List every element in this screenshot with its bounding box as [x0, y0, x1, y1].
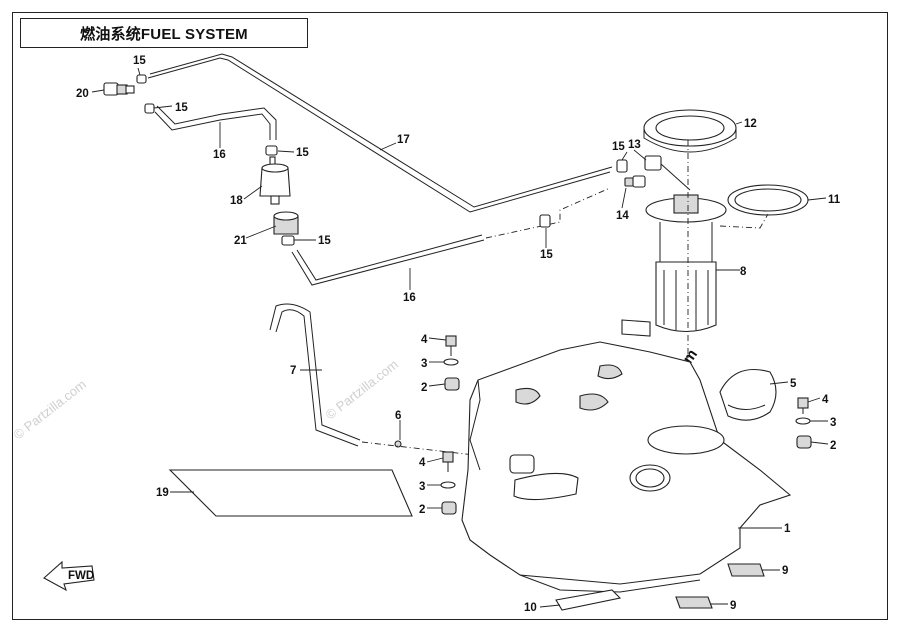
- part-19-pad: [168, 469, 413, 517]
- callout-15c: 15: [296, 147, 309, 159]
- callout-6: 6: [395, 410, 401, 422]
- part-15-clamp-top: [136, 74, 147, 84]
- callout-18: 18: [230, 195, 243, 207]
- callout-16b: 16: [403, 292, 416, 304]
- callout-21: 21: [234, 235, 247, 247]
- part-7-vent-hose: [269, 303, 361, 447]
- part-15-clamp-3: [265, 145, 278, 156]
- callout-7: 7: [290, 365, 296, 377]
- part-10-bracket: [555, 589, 622, 611]
- callout-19: 19: [156, 487, 169, 499]
- part-5-cap: [719, 368, 777, 421]
- callout-3a: 3: [421, 358, 427, 370]
- part-13-connector: [644, 155, 691, 191]
- part-20-connector: [103, 82, 135, 96]
- callout-15e: 15: [540, 249, 553, 261]
- part-18-fuel-filter: [259, 156, 291, 205]
- hardware-set-upper-left: [443, 335, 460, 391]
- part-15-clamp-4: [281, 235, 295, 246]
- callout-4b: 4: [419, 457, 426, 469]
- part-14-connector: [624, 175, 646, 188]
- callout-17: 17: [397, 134, 410, 146]
- callout-4a: 4: [421, 334, 428, 346]
- callout-15b: 15: [175, 102, 188, 114]
- callout-2c: 2: [830, 440, 836, 452]
- part-16-hose-lower: [291, 187, 611, 286]
- callout-3b: 3: [419, 481, 425, 493]
- hardware-set-lower-left: [440, 451, 457, 515]
- callout-9b: 9: [730, 600, 736, 612]
- part-9-pad-a: [727, 563, 765, 577]
- part-21-sleeve: [273, 211, 299, 235]
- callout-12: 12: [744, 118, 757, 130]
- part-15-clamp-2: [144, 103, 155, 114]
- part-15-clamp-5: [539, 214, 551, 228]
- part-12-lock-ring: [643, 109, 737, 153]
- callout-20: 20: [76, 88, 89, 100]
- axis-vent: [361, 441, 501, 459]
- callout-1: 1: [784, 523, 791, 535]
- callout-9a: 9: [782, 565, 788, 577]
- watermark-left: © Partzilla.com: [11, 377, 89, 443]
- callout-11: 11: [828, 194, 841, 206]
- callout-10: 10: [524, 602, 537, 614]
- callout-15a: 15: [133, 55, 146, 67]
- part-16-hose-upper: [154, 105, 277, 140]
- part-1-fuel-tank: [461, 341, 792, 593]
- callout-2a: 2: [421, 382, 427, 394]
- fwd-arrow: FWD: [43, 560, 95, 592]
- axis-gasket: [719, 213, 769, 229]
- callout-16a: 16: [213, 149, 226, 161]
- watermark-center: © Partzilla.com: [323, 357, 401, 423]
- callout-2b: 2: [419, 504, 425, 516]
- callout-5: 5: [790, 378, 797, 390]
- callout-3c: 3: [830, 417, 836, 429]
- part-8-fuel-pump: [621, 194, 727, 337]
- diagram-frame: [12, 12, 888, 620]
- callout-15d: 15: [318, 235, 331, 247]
- fwd-label: FWD: [68, 570, 94, 582]
- callout-8: 8: [740, 266, 747, 278]
- callout-15f: 15: [612, 141, 625, 153]
- part-17-fuel-line: [147, 53, 613, 213]
- diagram-title: 燃油系统FUEL SYSTEM: [20, 18, 308, 48]
- part-15-clamp-6: [616, 159, 628, 173]
- hardware-set-right: [795, 397, 812, 449]
- part-6-clip: [394, 440, 402, 448]
- callout-13: 13: [628, 139, 641, 151]
- part-11-gasket: [727, 184, 809, 216]
- leader-lines: [91, 67, 829, 608]
- callout-14: 14: [616, 210, 629, 222]
- part-9-pad-b: [675, 596, 713, 609]
- callout-4c: 4: [822, 394, 829, 406]
